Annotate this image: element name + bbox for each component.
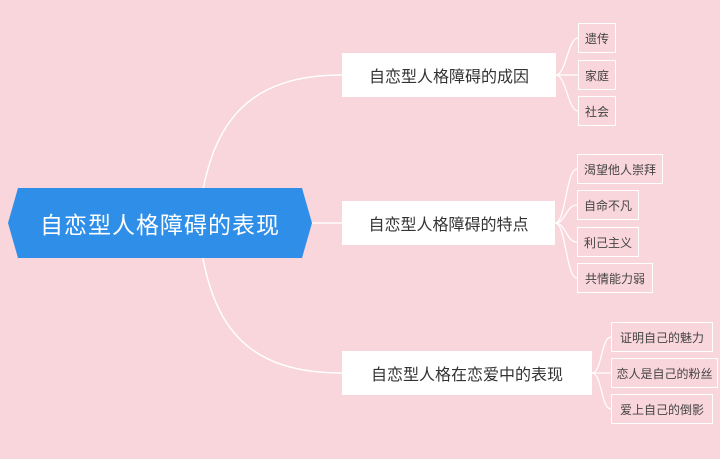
connector-branch1-leaf3 bbox=[555, 74, 579, 112]
leaf-node[interactable]: 利己主义 bbox=[577, 227, 639, 257]
branch-node-label: 自恋型人格在恋爱中的表现 bbox=[370, 365, 563, 384]
leaf-node-label: 家庭 bbox=[584, 68, 609, 83]
leaf-node[interactable]: 证明自己的魅力 bbox=[611, 322, 713, 352]
leaf-node[interactable]: 恋人是自己的粉丝 bbox=[611, 358, 718, 388]
leaf-node[interactable]: 共情能力弱 bbox=[577, 263, 653, 293]
branch-node-traits[interactable]: 自恋型人格障碍的特点 bbox=[342, 201, 555, 245]
leaf-node-label: 共情能力弱 bbox=[584, 271, 645, 286]
connector-root-branch-3 bbox=[199, 239, 343, 374]
root-node-shape bbox=[8, 188, 312, 258]
leaf-node[interactable]: 遗传 bbox=[578, 23, 616, 53]
leaf-node[interactable]: 社会 bbox=[578, 96, 616, 126]
leaf-node[interactable]: 渴望他人崇拜 bbox=[577, 154, 663, 184]
leaf-node-label: 渴望他人崇拜 bbox=[583, 162, 656, 177]
connector-branch2-leaf2 bbox=[554, 204, 578, 224]
leaf-node-label: 社会 bbox=[584, 104, 609, 119]
connector-branch3-leaf1 bbox=[591, 336, 612, 374]
connector-branch1-leaf1 bbox=[555, 37, 579, 76]
branch-node-label: 自恋型人格障碍的成因 bbox=[368, 67, 529, 86]
leaf-node-label: 利己主义 bbox=[583, 235, 632, 250]
connector-branch3-leaf3 bbox=[591, 372, 612, 410]
connector-root-branch-1 bbox=[199, 74, 343, 209]
leaf-node-label: 自命不凡 bbox=[583, 198, 632, 213]
branch-node-in-love[interactable]: 自恋型人格在恋爱中的表现 bbox=[342, 351, 592, 395]
leaf-node-label: 证明自己的魅力 bbox=[619, 330, 704, 345]
branch-node-causes[interactable]: 自恋型人格障碍的成因 bbox=[342, 53, 556, 97]
branch-node-label: 自恋型人格障碍的特点 bbox=[368, 215, 529, 234]
leaf-node-label: 爱上自己的倒影 bbox=[619, 402, 704, 417]
leaf-node[interactable]: 家庭 bbox=[578, 60, 616, 90]
connector-branch2-leaf4 bbox=[554, 222, 578, 279]
root-node-label: 自恋型人格障碍的表现 bbox=[40, 213, 280, 239]
root-node[interactable]: 自恋型人格障碍的表现 bbox=[10, 188, 310, 258]
leaf-node[interactable]: 爱上自己的倒影 bbox=[611, 394, 713, 424]
leaf-node[interactable]: 自命不凡 bbox=[577, 190, 639, 220]
connector-branch2-leaf1 bbox=[554, 168, 578, 224]
leaf-node-label: 遗传 bbox=[584, 31, 609, 46]
leaf-node-label: 恋人是自己的粉丝 bbox=[616, 366, 713, 381]
